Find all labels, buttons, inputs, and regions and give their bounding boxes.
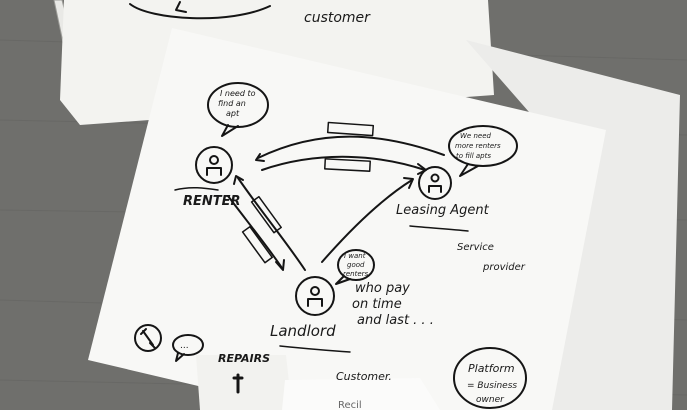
speech-bubble-icon: ...: [172, 334, 204, 362]
landlord-label: Landlord: [270, 322, 336, 340]
renter-speech-line-2: find an: [218, 99, 246, 108]
customer-label: Customer.: [336, 370, 392, 383]
renter-speech-line-3: apt: [226, 109, 240, 118]
platform-bubble: Platform = Business owner: [453, 347, 527, 409]
agent-speech-line-3: to fill apts: [456, 152, 491, 160]
small-sheet: [196, 355, 292, 410]
repairs-label: REPAIRS: [218, 352, 270, 365]
service-provider-line-2: provider: [482, 262, 526, 273]
tool-icon: [232, 373, 244, 394]
agent-speech-bubble: We need more renters to fill apts: [448, 125, 518, 177]
landlord-speech-line-2: good: [347, 261, 365, 269]
agent-speech-line-1: We need: [460, 132, 492, 140]
platform-line-1: Platform: [468, 362, 515, 375]
service-provider-line-1: Service: [457, 242, 494, 253]
platform-line-2: = Business: [467, 381, 517, 391]
renter-landlord-arrows: [227, 175, 306, 271]
renter-person-icon: [195, 146, 233, 184]
agent-label: Leasing Agent: [396, 203, 490, 218]
main-sheet: [88, 28, 606, 410]
bottom-card-text: Recil: [338, 400, 362, 410]
wrench-icon: [134, 324, 162, 352]
landlord-person-icon: [295, 276, 335, 316]
svg-text:...: ...: [180, 341, 189, 351]
renter-speech-bubble: I need to find an apt: [207, 82, 269, 137]
landlord-speech-line-3: renters: [343, 270, 369, 278]
landlord-speech-bubble: I want good renters: [335, 249, 375, 285]
agent-person-icon: [418, 166, 452, 200]
renter-agent-arrows: [255, 121, 445, 175]
bottom-card: [282, 378, 440, 410]
landlord-speech-line-1: I want: [344, 252, 366, 260]
renter-speech-line-1: I need to: [220, 89, 256, 98]
top-customer-label: customer: [304, 10, 371, 26]
renter-label: RENTER: [183, 194, 241, 209]
landlord-agent-arrow: [321, 177, 414, 263]
landlord-desc-line-2: on time: [352, 297, 402, 312]
agent-speech-line-2: more renters: [455, 142, 501, 150]
landlord-desc-line-3: and last . . .: [357, 313, 434, 328]
platform-line-3: owner: [476, 395, 505, 405]
landlord-desc-line-1: who pay: [355, 281, 410, 296]
